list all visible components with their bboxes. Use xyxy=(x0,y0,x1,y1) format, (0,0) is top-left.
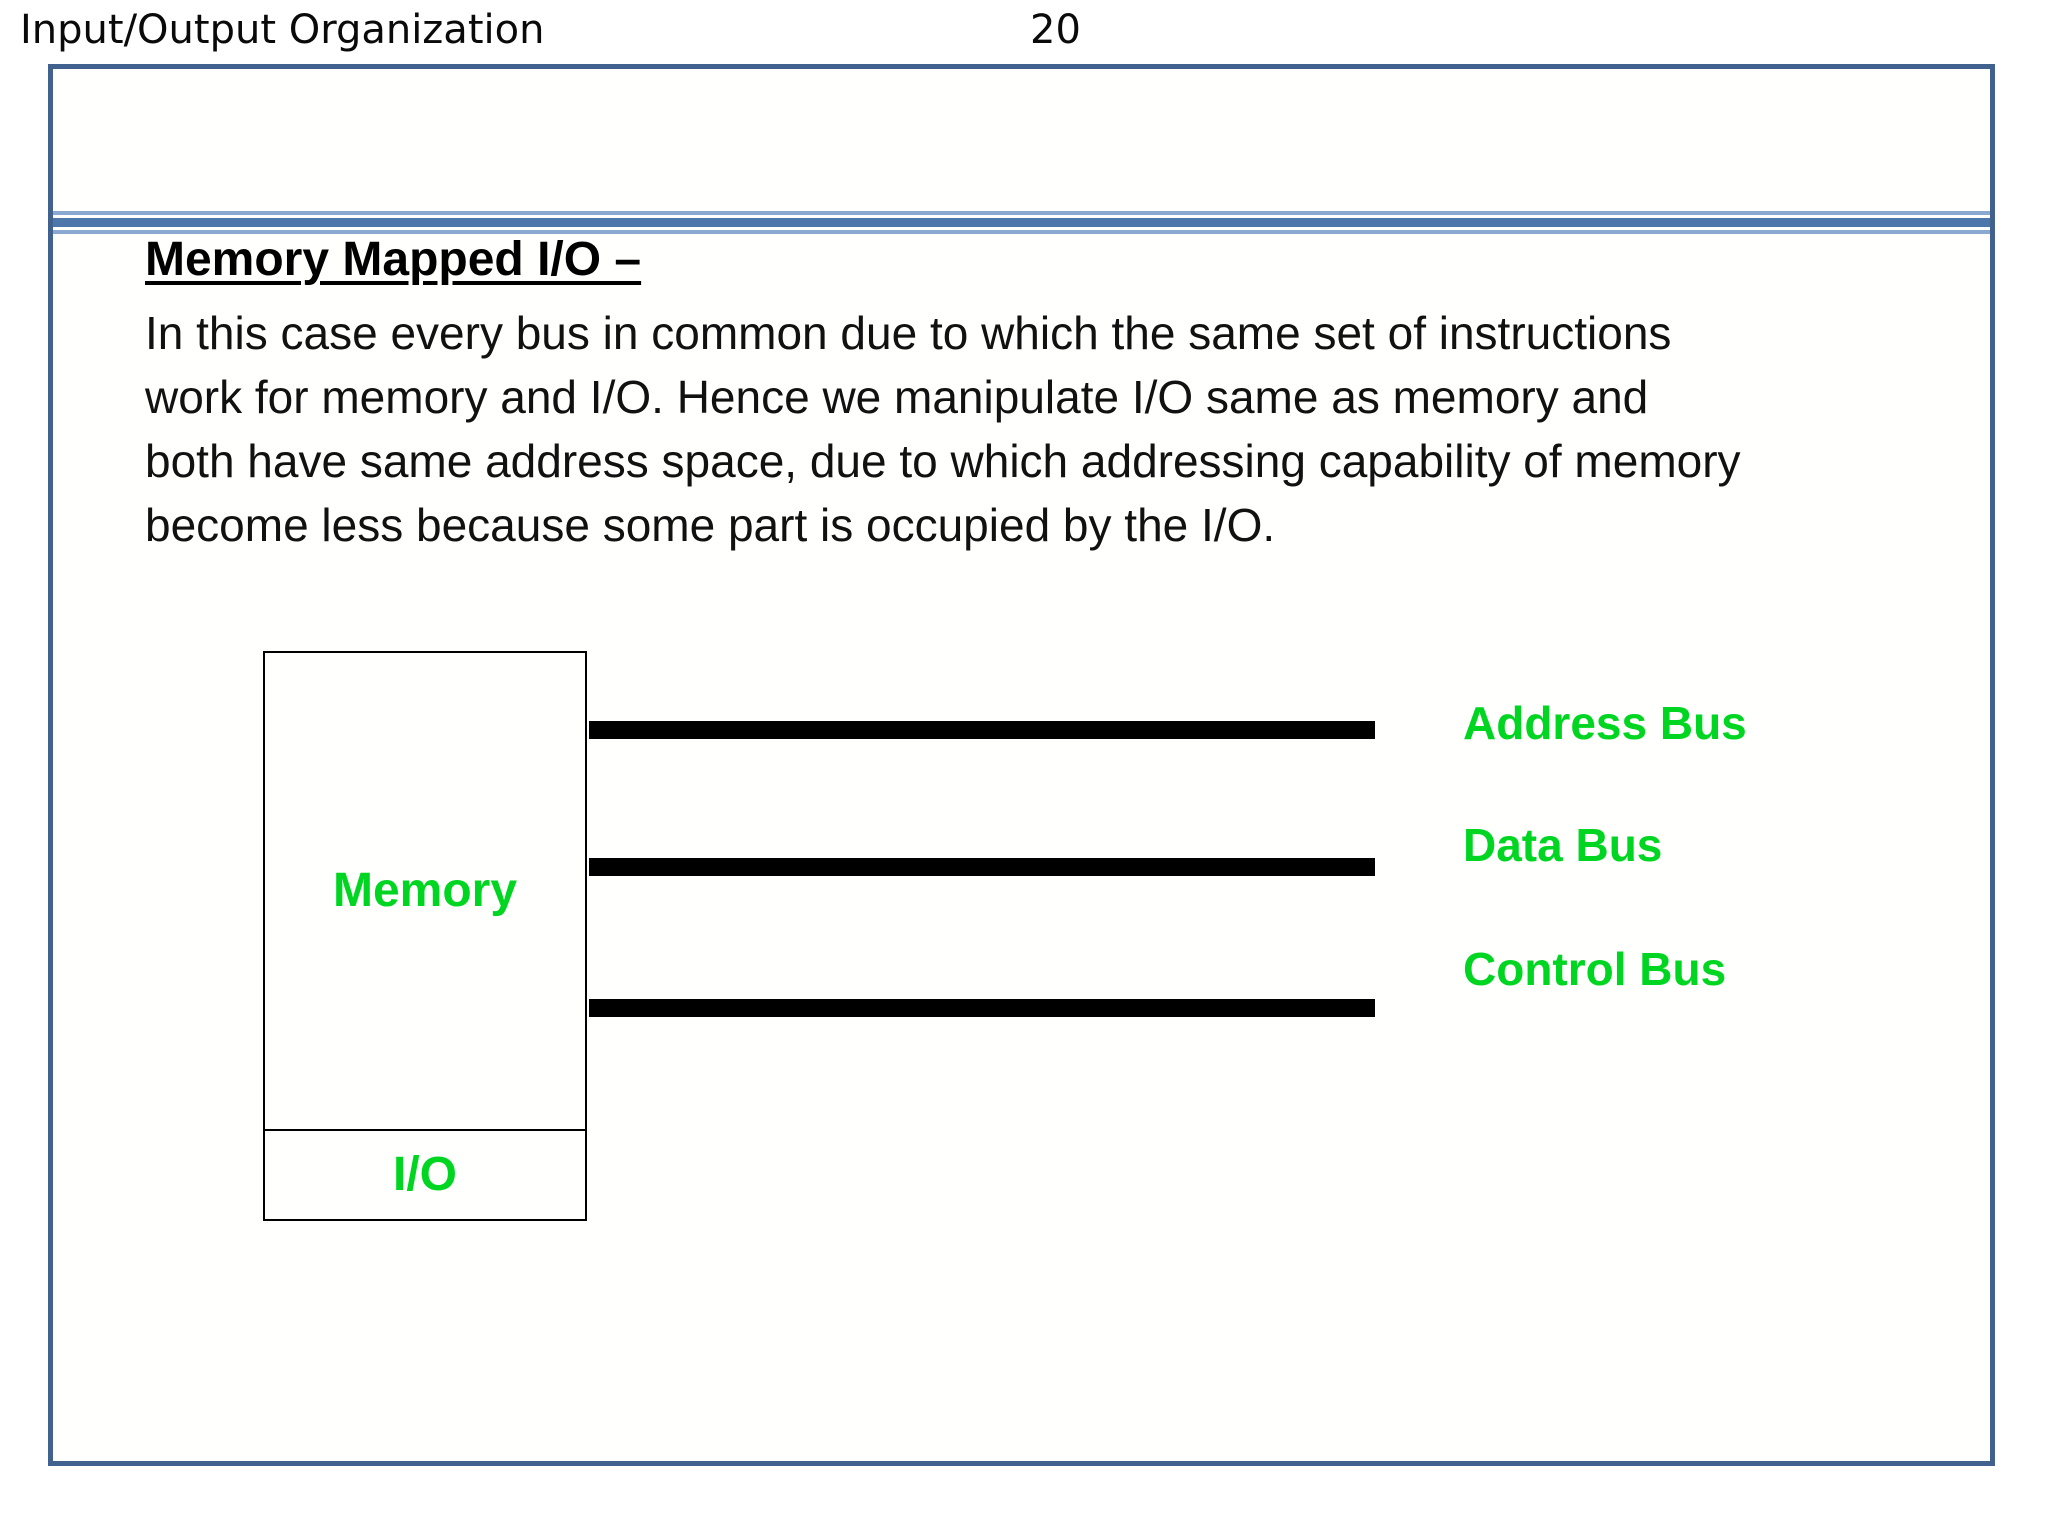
data-bus-label: Data Bus xyxy=(1463,819,1663,871)
heading-rule-thin-top xyxy=(53,211,1990,215)
control-bus-bar xyxy=(589,999,1375,1017)
memory-section: Memory xyxy=(265,653,585,1129)
page-number: 20 xyxy=(1030,7,1081,53)
slide-border-box: Memory Mapped I/O – In this case every b… xyxy=(48,64,1995,1466)
paragraph-line: work for memory and I/O. Hence we manipu… xyxy=(145,371,1649,423)
heading-rule-thin-bottom xyxy=(53,230,1990,234)
memory-io-box: Memory I/O xyxy=(263,651,587,1221)
paragraph-line: both have same address space, due to whi… xyxy=(145,435,1741,487)
io-section: I/O xyxy=(265,1129,585,1219)
slide-heading: Memory Mapped I/O – xyxy=(145,233,642,286)
paragraph-line: become less because some part is occupie… xyxy=(145,499,1276,551)
heading-rule xyxy=(53,211,1990,234)
control-bus-label: Control Bus xyxy=(1463,943,1727,995)
address-bus-label: Address Bus xyxy=(1463,697,1747,749)
data-bus-bar xyxy=(589,858,1375,876)
memory-label: Memory xyxy=(332,864,518,917)
page-header-title: Input/Output Organization xyxy=(20,7,545,53)
slide-paragraph: In this case every bus in common due to … xyxy=(145,237,1945,557)
paragraph-line: In this case every bus in common due to … xyxy=(145,307,1672,359)
io-label: I/O xyxy=(392,1148,457,1201)
address-bus-bar xyxy=(589,721,1375,739)
heading-rule-thick xyxy=(53,218,1990,227)
